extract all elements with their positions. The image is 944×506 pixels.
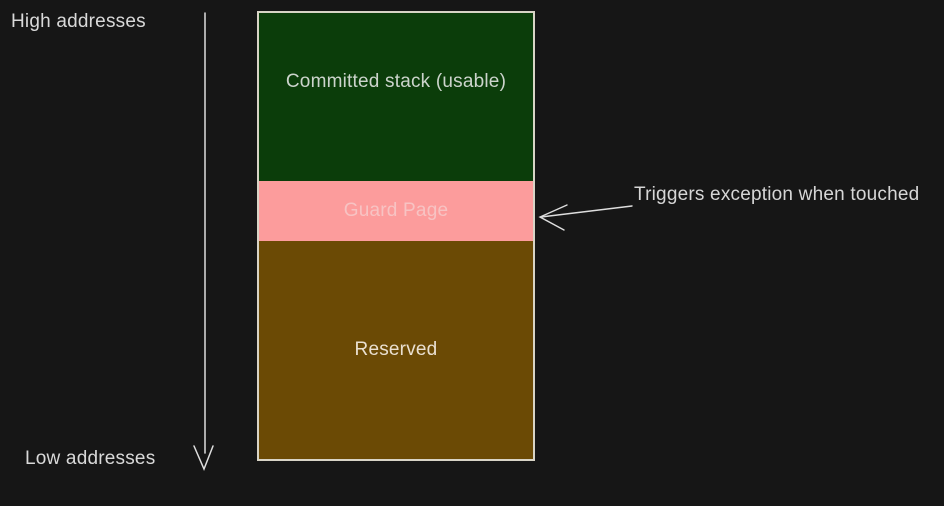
address-direction-down-arrow — [193, 12, 214, 471]
high-addresses-label: High addresses — [11, 11, 146, 32]
annotation-left-arrow — [538, 204, 633, 231]
segment-reserved-label: Reserved — [354, 339, 438, 360]
low-addresses-label: Low addresses — [25, 448, 156, 469]
segment-reserved: Reserved — [259, 241, 533, 459]
segment-committed-stack-label: Committed stack (usable) — [285, 71, 507, 92]
stack-memory-diagram: Committed stack (usable) Guard Page Rese… — [257, 11, 535, 461]
segment-committed-stack: Committed stack (usable) — [259, 13, 533, 181]
segment-guard-page-label: Guard Page — [343, 200, 449, 221]
segment-guard-page: Guard Page — [259, 181, 533, 241]
guard-page-annotation-label: Triggers exception when touched — [634, 184, 920, 205]
